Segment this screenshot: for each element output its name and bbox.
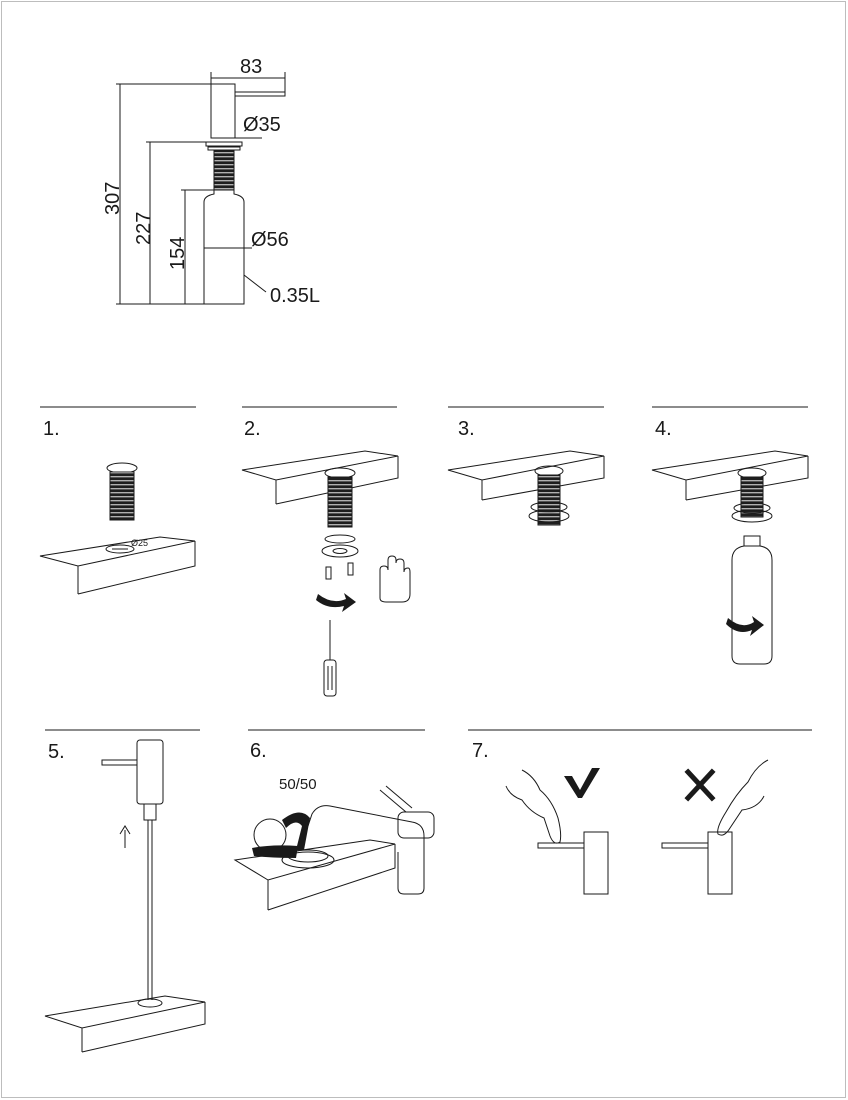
thread-rod <box>537 474 561 526</box>
step-2 <box>241 406 411 697</box>
hand-icon <box>379 555 411 603</box>
pump-connector <box>143 803 157 821</box>
faucet <box>307 805 425 895</box>
countertop <box>233 839 396 911</box>
step-1 <box>39 406 196 595</box>
countertop <box>44 995 206 1053</box>
technical-drawing <box>116 72 286 305</box>
countertop <box>241 450 399 505</box>
dim-bottle-diameter: Ø56 <box>251 229 289 251</box>
screwdriver <box>323 659 337 697</box>
dim-mid-height: 227 <box>133 212 155 245</box>
dim-spout-length: 83 <box>240 56 262 78</box>
dispenser-head <box>583 831 609 895</box>
countertop <box>651 450 809 501</box>
washer <box>530 501 568 513</box>
rotate-arrow-icon <box>316 593 356 612</box>
dispenser-spout <box>661 842 709 849</box>
screw <box>347 562 354 576</box>
dim-bottle-volume: 0.35L <box>270 285 320 307</box>
rotate-arrow-icon <box>726 616 764 636</box>
countertop <box>447 450 605 501</box>
checkmark-icon <box>564 768 600 798</box>
dim-bottle-height: 154 <box>167 237 189 270</box>
liquid-stream <box>252 845 298 858</box>
dispenser-head <box>136 739 164 805</box>
nut <box>321 544 359 558</box>
step-number: 3. <box>458 418 475 440</box>
flange <box>281 851 335 869</box>
step-number: 4. <box>655 418 672 440</box>
step-5 <box>44 729 206 1053</box>
step-7 <box>468 729 812 895</box>
dim-total-height: 307 <box>102 182 124 215</box>
nut <box>731 509 773 523</box>
hole <box>105 544 135 554</box>
screw <box>325 566 332 580</box>
dim-head-diameter: Ø35 <box>243 114 281 136</box>
step-number: 6. <box>250 740 267 762</box>
step-number: 2. <box>244 418 261 440</box>
hand <box>717 759 769 836</box>
pour-arrow-icon <box>282 812 310 850</box>
flange <box>137 998 163 1008</box>
flange <box>205 141 243 147</box>
thread-rod <box>109 471 135 521</box>
step-number: 7. <box>472 740 489 762</box>
bottle <box>203 189 245 305</box>
bottle <box>731 545 773 665</box>
step-3 <box>447 406 605 526</box>
dispenser-head <box>707 831 733 895</box>
hole-label: Ø25 <box>131 538 148 548</box>
bottle-neck <box>743 535 761 547</box>
ratio-label: 50/50 <box>279 776 317 793</box>
thread-rod <box>327 476 353 528</box>
cross-icon <box>684 768 716 802</box>
step-number: 1. <box>43 418 60 440</box>
step-4 <box>651 406 809 665</box>
washer <box>324 534 356 544</box>
thread-rod <box>740 476 764 518</box>
dispenser-spout <box>101 759 138 766</box>
dispenser-head <box>210 83 236 139</box>
nut <box>528 509 570 523</box>
dispenser-spout <box>537 842 585 849</box>
step-6 <box>233 729 435 911</box>
dispenser-spout <box>234 91 286 97</box>
hand <box>505 769 562 844</box>
countertop <box>39 536 196 595</box>
step-number: 5. <box>48 741 65 763</box>
thread-rod <box>213 149 235 191</box>
